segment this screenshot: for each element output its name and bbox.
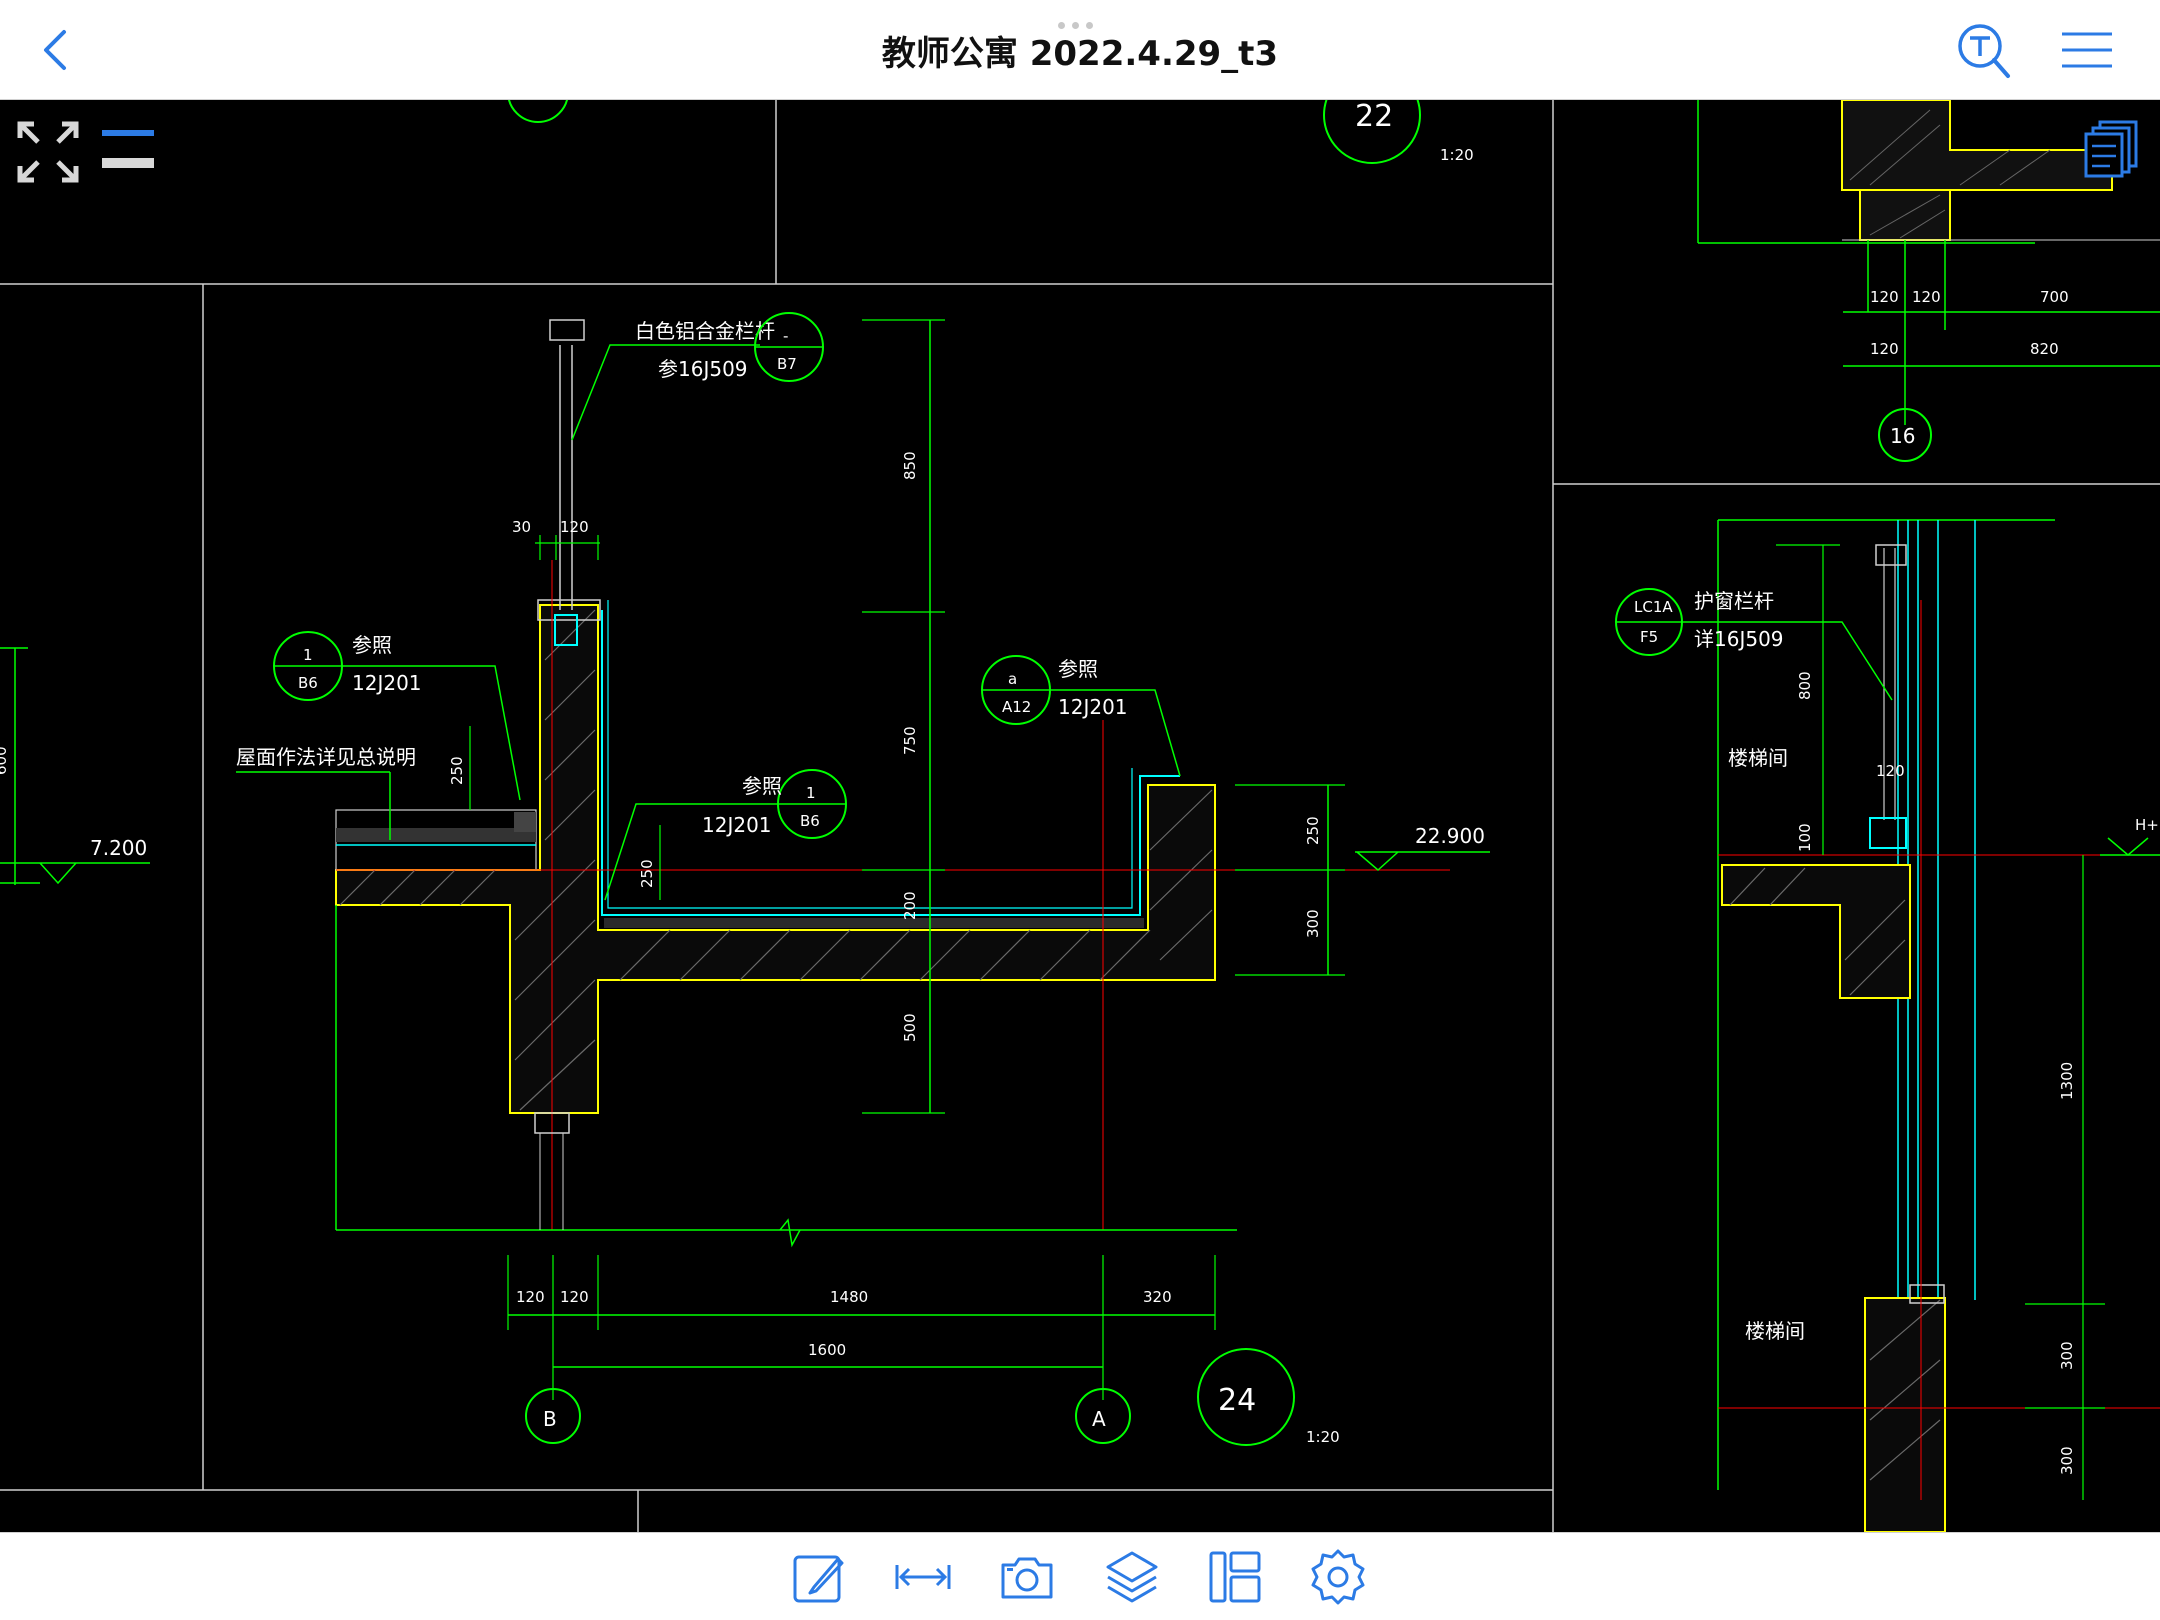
cad-drawing-canvas[interactable]: 7.200 600 22 1:20 120 120 700 120 820 16 bbox=[0, 61, 2160, 1533]
rd-dim-300-b: 300 bbox=[2058, 1446, 2076, 1475]
d16-dim-120-b: 120 bbox=[1912, 288, 1941, 306]
bottom-toolbar bbox=[0, 1532, 2160, 1620]
ref1-std: 12J201 bbox=[352, 671, 422, 695]
layers-button[interactable] bbox=[1102, 1547, 1162, 1607]
dim-850: 850 bbox=[901, 451, 919, 480]
ref1-label: 参照 bbox=[352, 633, 392, 657]
ref1-bubble-bottom: B6 bbox=[298, 674, 318, 692]
document-title: 教师公寓 2022.4.29_t3 bbox=[881, 34, 1279, 74]
d16-dim-700: 700 bbox=[2040, 288, 2069, 306]
ref2-bubble-bottom: B6 bbox=[800, 812, 820, 830]
d16-dim-820: 820 bbox=[2030, 340, 2059, 358]
guard-ref: 详16J509 bbox=[1694, 627, 1784, 651]
dim-1600: 1600 bbox=[808, 1341, 846, 1359]
d16-dim-120-a: 120 bbox=[1870, 288, 1899, 306]
railing-bubble-top: - bbox=[783, 327, 788, 345]
chevron-left-icon bbox=[44, 30, 66, 70]
layer-lines-icon bbox=[102, 130, 154, 136]
layers-icon bbox=[1106, 1551, 1158, 1603]
ref2-bubble-top: 1 bbox=[806, 784, 816, 802]
dim-250-mid: 250 bbox=[638, 859, 656, 888]
line-bar-icon bbox=[102, 158, 154, 168]
rd-dim-1300: 1300 bbox=[2058, 1062, 2076, 1100]
grid-b: B bbox=[543, 1407, 557, 1431]
ref2-label: 参照 bbox=[742, 774, 782, 798]
top-navigation-bar: 教师公寓 2022.4.29_t3 bbox=[0, 0, 2160, 100]
cad-drawing[interactable]: 7.200 600 22 1:20 120 120 700 120 820 16 bbox=[0, 61, 2160, 1533]
sheets-button[interactable] bbox=[2082, 118, 2142, 178]
detail-16: 120 120 700 120 820 16 bbox=[1697, 99, 2160, 462]
measure-icon bbox=[895, 1565, 951, 1589]
ref3-bubble-bottom: A12 bbox=[1002, 698, 1031, 716]
rd-dim-120: 120 bbox=[1876, 762, 1905, 780]
guard-label: 护窗栏杆 bbox=[1694, 589, 1774, 613]
left-partial-detail: 7.200 600 bbox=[0, 647, 150, 885]
text-search-button[interactable] bbox=[1954, 20, 2014, 80]
fullscreen-button[interactable] bbox=[16, 120, 80, 184]
line-weight-toggle[interactable] bbox=[100, 128, 156, 176]
ref1-bubble-top: 1 bbox=[303, 646, 313, 664]
ref3-label: 参照 bbox=[1058, 657, 1098, 681]
lc1a-bubble-top: LC1A bbox=[1634, 598, 1673, 616]
dim-250-right: 250 bbox=[1304, 816, 1322, 845]
dim-600: 600 bbox=[0, 746, 10, 775]
dim-120-a: 120 bbox=[516, 1288, 545, 1306]
hamburger-menu-icon bbox=[2062, 32, 2112, 68]
elevation-22900: 22.900 bbox=[1415, 824, 1485, 848]
detail-22-scale: 1:20 bbox=[1440, 146, 1474, 164]
dim-1480: 1480 bbox=[830, 1288, 868, 1306]
menu-button[interactable] bbox=[2060, 28, 2114, 72]
ref3-std: 12J201 bbox=[1058, 695, 1128, 719]
detail-22-number: 22 bbox=[1355, 100, 1393, 134]
expand-arrows-icon bbox=[17, 121, 79, 183]
elevation-7200: 7.200 bbox=[90, 836, 147, 860]
detail-22-marker: 22 1:20 bbox=[507, 61, 1474, 164]
dim-120-top: 120 bbox=[560, 518, 589, 536]
detail-24-number: 24 bbox=[1218, 1383, 1256, 1418]
sheet-frame-lines bbox=[0, 100, 2160, 1532]
dim-300: 300 bbox=[1304, 909, 1322, 938]
text-search-icon bbox=[1958, 24, 2010, 78]
camera-button[interactable] bbox=[997, 1547, 1057, 1607]
roof-note: 屋面作法详见总说明 bbox=[236, 745, 416, 769]
d16-number: 16 bbox=[1890, 424, 1915, 448]
grid-a: A bbox=[1092, 1407, 1106, 1431]
dim-120-b: 120 bbox=[560, 1288, 589, 1306]
back-button[interactable] bbox=[38, 26, 78, 74]
layout-button[interactable] bbox=[1205, 1547, 1265, 1607]
rd-dim-800: 800 bbox=[1796, 671, 1814, 700]
edit-button[interactable] bbox=[790, 1547, 850, 1607]
rd-dim-100: 100 bbox=[1796, 823, 1814, 852]
detail-24-scale: 1:20 bbox=[1306, 1428, 1340, 1446]
stair-label-2: 楼梯间 bbox=[1745, 1319, 1805, 1343]
measure-button[interactable] bbox=[893, 1547, 953, 1607]
settings-button[interactable] bbox=[1308, 1547, 1368, 1607]
right-detail: LC1A F5 护窗栏杆 详16J509 楼梯间 楼梯间 800 100 120… bbox=[1615, 519, 2160, 1533]
settings-icon bbox=[1311, 1549, 1365, 1605]
dim-750: 750 bbox=[901, 726, 919, 755]
layout-icon bbox=[1209, 1551, 1261, 1603]
railing-ref: 参16J509 bbox=[658, 357, 748, 381]
sheets-stack-icon bbox=[2084, 120, 2138, 178]
dim-200: 200 bbox=[901, 891, 919, 920]
ref3-bubble-top: a bbox=[1008, 670, 1017, 688]
detail-24: 850 750 200 500 250 300 22.900 30 120 25… bbox=[236, 312, 1490, 1446]
railing-label: 白色铝合金栏杆 bbox=[635, 319, 775, 343]
d16-dim-120-c: 120 bbox=[1870, 340, 1899, 358]
ref2-std: 12J201 bbox=[702, 813, 772, 837]
stair-label-1: 楼梯间 bbox=[1728, 746, 1788, 770]
rd-dim-300-a: 300 bbox=[2058, 1341, 2076, 1370]
camera-icon bbox=[1001, 1557, 1053, 1599]
elevation-hplus: H+ bbox=[2135, 816, 2159, 834]
lc1a-bubble-bottom: F5 bbox=[1640, 628, 1658, 646]
dim-500: 500 bbox=[901, 1013, 919, 1042]
dim-320: 320 bbox=[1143, 1288, 1172, 1306]
dim-30: 30 bbox=[512, 518, 531, 536]
window-grabber[interactable] bbox=[1058, 14, 1102, 29]
railing-bubble-bottom: B7 bbox=[777, 355, 797, 373]
edit-icon bbox=[793, 1555, 844, 1603]
dim-250-left: 250 bbox=[448, 756, 466, 785]
